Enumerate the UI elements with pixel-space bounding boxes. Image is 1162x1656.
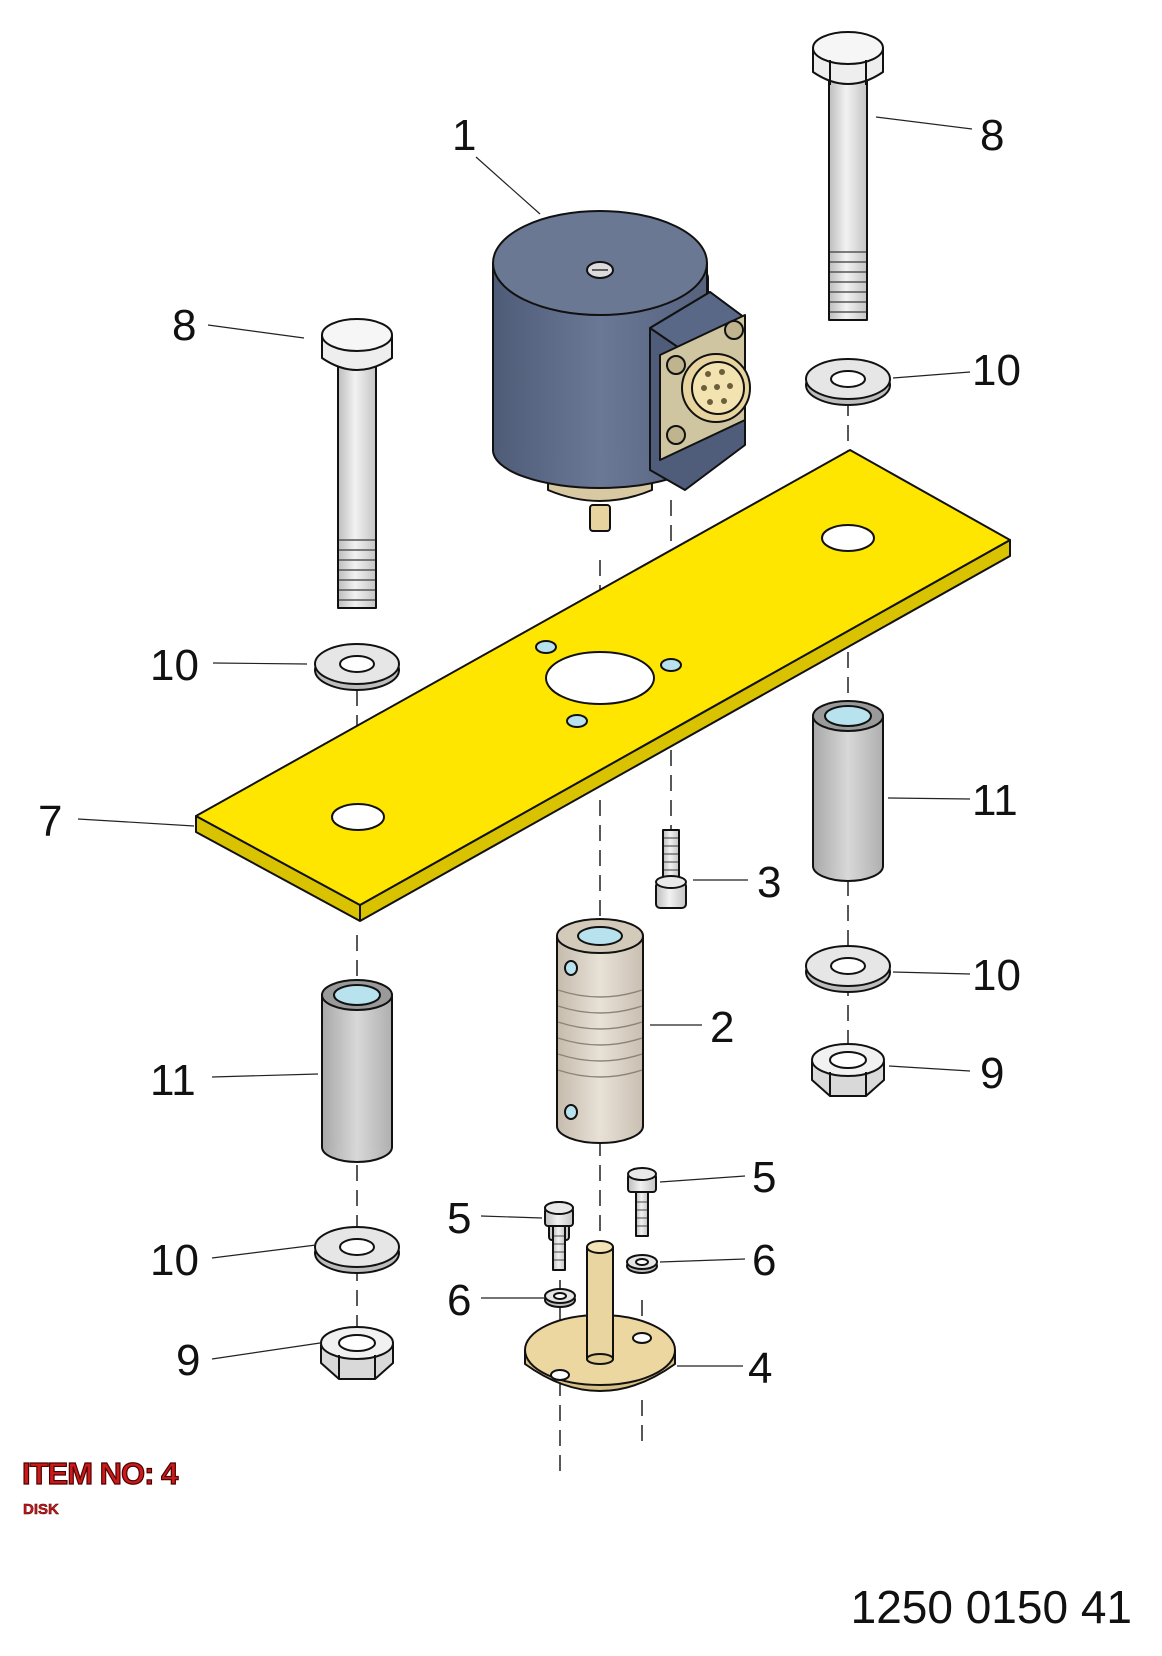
callout-washer-right-lower: 10	[972, 951, 1021, 1000]
encoder	[492, 210, 751, 532]
callout-washer-small-left: 6	[447, 1276, 471, 1325]
hex-nut-right	[811, 1043, 885, 1097]
spacer-right	[812, 700, 884, 882]
cap-screw-right	[627, 1167, 657, 1237]
callout-screw-left: 5	[447, 1194, 471, 1243]
callout-nut-left: 9	[176, 1336, 200, 1385]
small-washer-right	[626, 1254, 658, 1274]
document-number: 1250 0150 41	[850, 1581, 1132, 1633]
shaft-coupling	[556, 918, 644, 1144]
washer-right-lower	[805, 945, 891, 993]
callout-encoder: 1	[452, 111, 476, 160]
cap-screw-left	[544, 1201, 574, 1271]
callout-spacer-left: 11	[150, 1056, 196, 1105]
mounting-plate	[195, 449, 1011, 922]
callout-screw-center: 3	[757, 858, 781, 907]
leader-lines	[77, 116, 973, 1367]
item-number-heading: ITEM NO: 4	[21, 1456, 179, 1491]
callout-washer-left-upper: 10	[150, 641, 199, 690]
callout-spacer-right: 11	[972, 776, 1018, 825]
washer-right-upper	[805, 358, 891, 406]
callout-labels: 1 2 3 4 5 5 6 6 7 8 8 9 9 10 10 10 10 11…	[38, 111, 1021, 1393]
washer-left-lower	[314, 1226, 400, 1274]
callout-washer-left-lower: 10	[150, 1236, 199, 1285]
callout-disk: 4	[748, 1344, 772, 1393]
hex-bolt-right	[812, 31, 884, 321]
cap-screw-center	[655, 829, 687, 909]
callout-washer-small-right: 6	[752, 1236, 776, 1285]
callout-screw-right: 5	[752, 1153, 776, 1202]
callout-nut-right: 9	[980, 1049, 1004, 1098]
callout-bolt-left: 8	[172, 301, 196, 350]
callout-washer-right-upper: 10	[972, 346, 1021, 395]
small-washer-left	[544, 1288, 576, 1308]
callout-plate: 7	[38, 797, 62, 846]
callout-bolt-right: 8	[980, 111, 1004, 160]
disk	[524, 1240, 676, 1392]
callout-coupling: 2	[710, 1003, 734, 1052]
hex-nut-left	[320, 1326, 394, 1380]
item-description: DISK	[23, 1501, 59, 1518]
washer-left-upper	[314, 643, 400, 691]
hex-bolt-left	[321, 318, 393, 609]
spacer-left	[321, 979, 393, 1163]
